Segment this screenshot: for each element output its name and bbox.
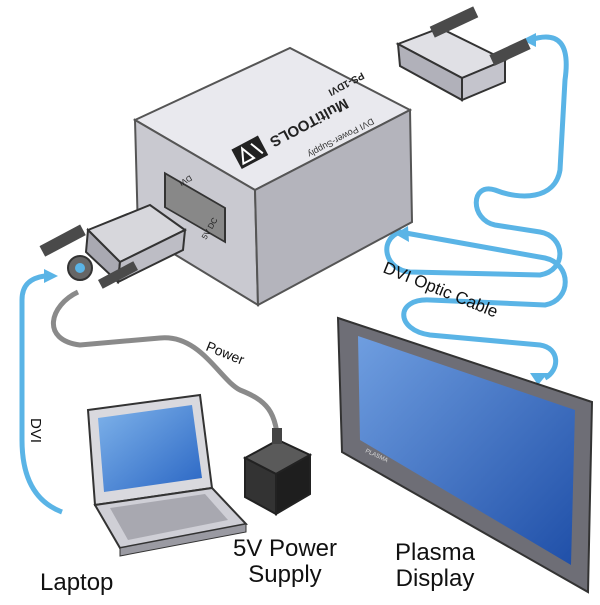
laptop-screen [98, 405, 202, 492]
dvi-connector-icon[interactable] [395, 6, 531, 102]
kramer-device: MultiTOOLS DVI Power-Supply PS-1DVI DVI … [132, 46, 414, 307]
device-side [253, 108, 414, 307]
arrow-icon [530, 373, 548, 385]
dvi-cable-label: DVI [27, 418, 44, 443]
laptop-icon[interactable] [86, 393, 248, 557]
kramer-logo-icon [231, 135, 269, 170]
power-supply-label: 5V Power Supply [215, 536, 355, 588]
arrow-icon [395, 226, 409, 242]
power-cable [50, 289, 281, 451]
dvi-connector-icon[interactable] [39, 203, 187, 289]
display-label: Plasma Display [375, 540, 495, 592]
display-label-line2: Display [395, 565, 475, 592]
device-dvi-port [164, 171, 226, 244]
display-label-line1: Plasma [394, 539, 476, 566]
display-screen [358, 336, 575, 565]
laptop-label: Laptop [40, 569, 114, 596]
optic-cable-label: DVI Optic Cable [381, 258, 501, 321]
optic-cable [384, 34, 569, 381]
arrow-icon [44, 269, 58, 283]
power-supply-label-line2: Supply [248, 561, 322, 588]
power-adapter-icon [242, 428, 313, 516]
dvi-cable [19, 273, 63, 515]
power-supply-label-line1: 5V Power [232, 535, 338, 562]
arrow-icon [522, 33, 536, 47]
plasma-display-icon: PLASMA [336, 316, 594, 594]
laptop-keyboard [110, 494, 228, 540]
